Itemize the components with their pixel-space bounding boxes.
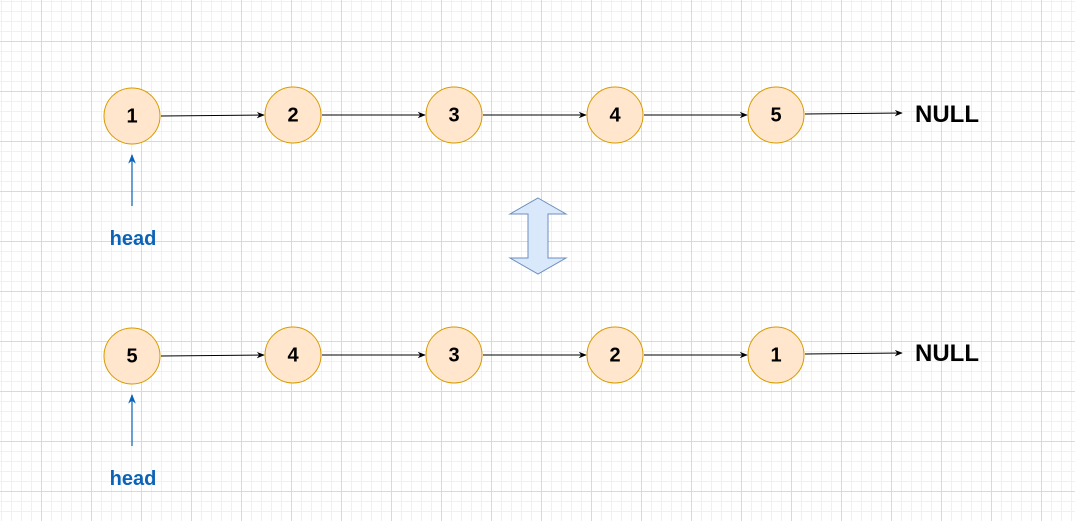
original-list: 1 2 3 4 5 NULL head: [103, 86, 979, 250]
reversed-node-2: 2: [586, 326, 644, 384]
node-value: 2: [609, 344, 620, 366]
reversed-link-1: [160, 351, 265, 359]
node-value: 4: [609, 104, 621, 126]
node-value: 5: [770, 104, 781, 126]
head-label: head: [110, 228, 157, 250]
node-circle: [264, 326, 322, 384]
original-node-5: 5: [747, 86, 805, 144]
double-arrow-icon: [508, 197, 568, 275]
node-value: 4: [287, 344, 299, 366]
reversed-node-3: 3: [425, 326, 483, 384]
node-value: 5: [126, 345, 137, 367]
original-node-2: 2: [264, 86, 322, 144]
reversed-link-null: [804, 349, 903, 357]
original-null-label: NULL: [915, 101, 979, 128]
node-circle: [264, 86, 322, 144]
reversed-node-5: 5: [103, 327, 161, 385]
node-value: 3: [448, 104, 459, 126]
node-value: 1: [770, 344, 781, 366]
reversed-head-pointer: head: [110, 394, 157, 490]
head-label: head: [110, 468, 157, 490]
node-value: 3: [448, 344, 459, 366]
node-circle: [425, 326, 483, 384]
original-link-1: [160, 111, 265, 119]
original-node-3: 3: [425, 86, 483, 144]
reversed-node-1: 1: [747, 326, 805, 384]
node-circle: [747, 86, 805, 144]
original-link-null: [804, 109, 903, 117]
node-circle: [586, 326, 644, 384]
original-node-1: 1: [103, 87, 161, 145]
original-links: [160, 109, 903, 119]
original-node-4: 4: [586, 86, 644, 144]
reversed-node-4: 4: [264, 326, 322, 384]
node-circle: [103, 327, 161, 385]
node-value: 1: [126, 105, 137, 127]
node-value: 2: [287, 104, 298, 126]
reversed-links: [160, 349, 903, 359]
node-circle: [425, 86, 483, 144]
node-circle: [103, 87, 161, 145]
reversed-list: 5 4 3 2 1 NULL head: [103, 326, 979, 490]
reversed-null-label: NULL: [915, 340, 979, 367]
original-head-pointer: head: [110, 154, 157, 250]
node-circle: [747, 326, 805, 384]
node-circle: [586, 86, 644, 144]
